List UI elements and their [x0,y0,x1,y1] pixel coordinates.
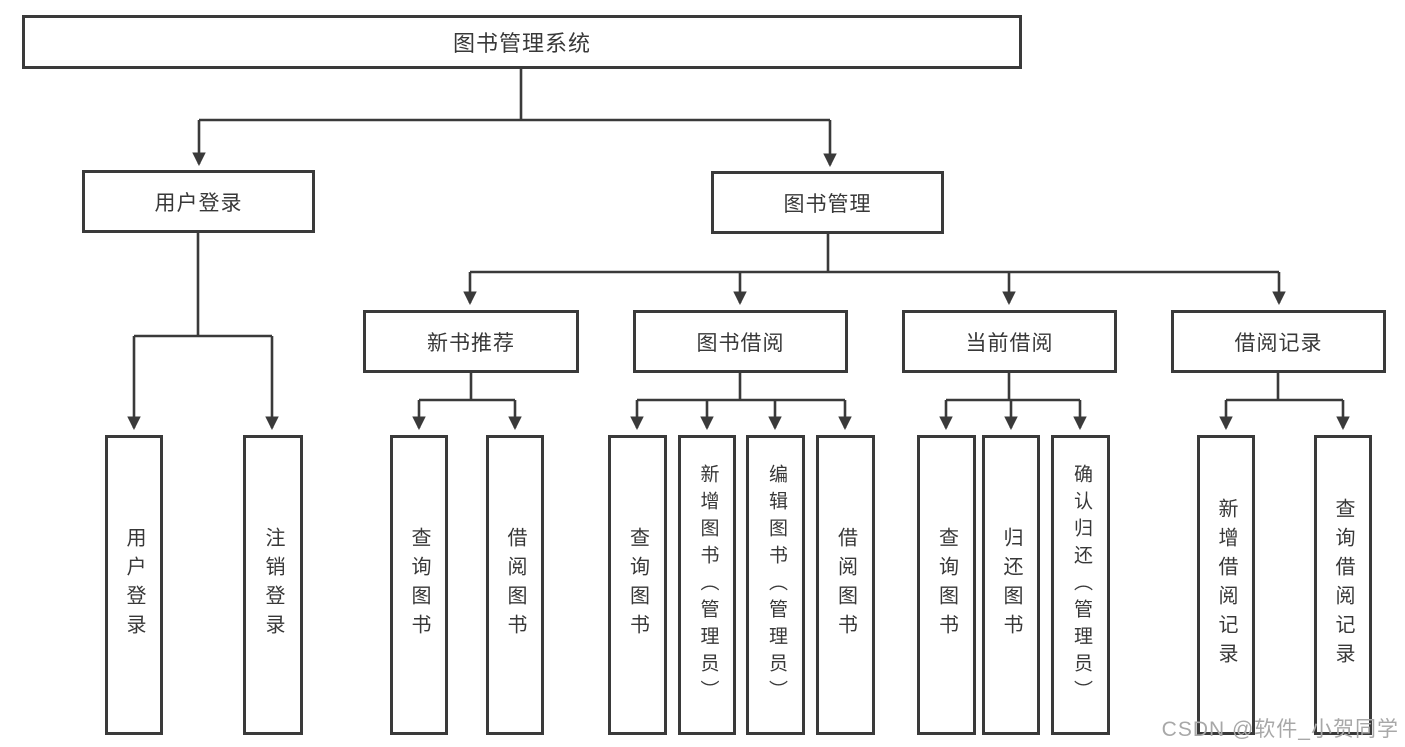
leaf-edit-book-admin: 编辑图书（管理员） [746,435,805,735]
leaf-logout: 注销登录 [243,435,303,735]
bus-user-login [134,233,272,338]
node-borrow-record: 借阅记录 [1171,310,1386,373]
leaf-query-book-3: 查询图书 [917,435,976,735]
leaf-confirm-return-admin: 确认归还（管理员） [1051,435,1110,735]
leaf-add-book-admin: 新增图书（管理员） [678,435,736,735]
leaf-user-login: 用户登录 [105,435,163,735]
bus-root [199,68,830,122]
bus-borrow-record [1226,373,1343,402]
node-book-borrow: 图书借阅 [633,310,848,373]
csdn-watermark: CSDN @软件_小贺同学 [1161,718,1399,741]
bus-book-management [470,234,1279,274]
leaf-return-book: 归还图书 [982,435,1040,735]
leaf-query-book-1: 查询图书 [390,435,448,735]
node-new-book-recommend: 新书推荐 [363,310,579,373]
bus-current-borrow [946,373,1080,402]
leaf-query-book-2: 查询图书 [608,435,667,735]
node-current-borrow: 当前借阅 [902,310,1117,373]
leaf-borrow-book-1: 借阅图书 [486,435,544,735]
node-user-login: 用户登录 [82,170,315,233]
node-root: 图书管理系统 [22,15,1022,69]
leaf-borrow-book-2: 借阅图书 [816,435,875,735]
leaf-add-borrow-record: 新增借阅记录 [1197,435,1255,735]
node-book-management: 图书管理 [711,171,944,234]
bus-new-book-recommend [419,373,515,402]
leaf-query-borrow-record: 查询借阅记录 [1314,435,1372,735]
bus-book-borrow [637,373,845,402]
